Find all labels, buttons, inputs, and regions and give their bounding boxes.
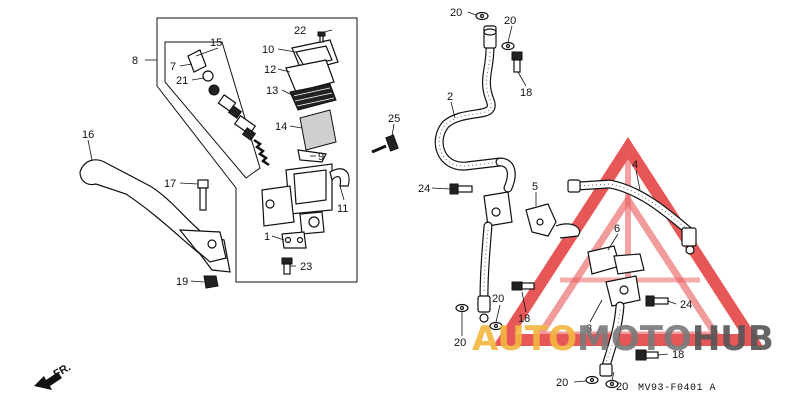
callout-18-lower: 18 — [672, 349, 684, 361]
callout-24-right: 24 — [680, 299, 692, 311]
callout-20-top-right: 20 — [504, 15, 516, 27]
holder-clamp — [281, 231, 307, 249]
diagram-code: MV93-F0401 A — [638, 383, 716, 394]
callout-16: 16 — [82, 129, 94, 141]
watermark-part-auto: AUTO — [472, 319, 577, 359]
callout-14: 14 — [275, 121, 287, 133]
callout-9: 9 — [318, 151, 324, 163]
callout-15: 15 — [210, 37, 222, 49]
direction-label: FR. — [52, 361, 73, 380]
diaphragm — [289, 83, 337, 111]
callout-13: 13 — [266, 85, 278, 97]
diaphragm-plate — [285, 59, 335, 93]
hose-fitting — [329, 168, 350, 187]
callout-24-left: 24 — [418, 183, 430, 195]
holder-bolt — [281, 257, 293, 275]
brake-lever — [79, 159, 231, 273]
watermark-triangle — [492, 136, 764, 346]
callout-6: 6 — [614, 223, 620, 235]
callout-1: 1 — [264, 231, 270, 243]
joint-bolt-left — [449, 183, 473, 195]
right-brake-hose — [567, 179, 697, 255]
callout-20-mid-left: 20 — [454, 337, 466, 349]
pivot-nut — [203, 275, 219, 289]
callout-20-bottom-right: 20 — [616, 381, 628, 393]
callout-7: 7 — [170, 61, 176, 73]
joint-bolt-right — [645, 295, 669, 307]
callout-8: 8 — [132, 55, 138, 67]
watermark-part-moto: MOTO — [577, 319, 692, 359]
cap-screw — [317, 31, 326, 43]
lower-brake-hose — [599, 275, 641, 377]
upper-brake-hose — [434, 25, 505, 171]
callout-5: 5 — [532, 181, 538, 193]
callout-20-mid-right: 20 — [492, 293, 504, 305]
master-cylinder-box — [156, 17, 358, 283]
callout-2: 2 — [447, 91, 453, 103]
callout-12: 12 — [264, 64, 276, 76]
washers — [455, 11, 619, 389]
watermark-part-hub: HUB — [692, 319, 774, 359]
callout-22: 22 — [294, 25, 306, 37]
callout-23: 23 — [300, 261, 312, 273]
callout-18-upper: 18 — [520, 87, 532, 99]
callout-3: 3 — [586, 323, 592, 335]
front-direction-arrow: FR. — [34, 361, 73, 390]
callout-25: 25 — [388, 113, 400, 125]
leader-lines — [87, 11, 677, 383]
clamp-bolt — [371, 134, 399, 154]
oil-bolt-upper — [511, 51, 523, 73]
pivot-bolt — [197, 179, 209, 211]
hose-joint — [483, 157, 516, 227]
float-plate — [299, 109, 337, 151]
callout-21: 21 — [176, 75, 188, 87]
master-cylinder-body — [261, 163, 333, 235]
callout-20-top-left: 20 — [450, 7, 462, 19]
three-way-joint — [587, 245, 645, 275]
watermark-text: AUTOMOTOHUB — [472, 319, 774, 359]
callout-18-mid: 18 — [518, 313, 530, 325]
callout-19: 19 — [176, 276, 188, 288]
hose-bracket — [525, 203, 581, 239]
callout-10: 10 — [262, 44, 274, 56]
callout-4: 4 — [632, 159, 638, 171]
callout-20-bottom-left: 20 — [556, 377, 568, 389]
svg-text:AUTOMOTOHUB: AUTOMOTOHUB — [472, 319, 774, 359]
oil-bolt-mid — [511, 281, 535, 291]
callout-11: 11 — [337, 203, 348, 215]
left-caliper-hose — [477, 221, 493, 323]
piston-kit — [187, 49, 270, 167]
callout-17: 17 — [164, 178, 176, 190]
callout-labels: 8 7 15 21 22 10 12 13 14 9 11 1 23 16 17… — [82, 7, 692, 393]
